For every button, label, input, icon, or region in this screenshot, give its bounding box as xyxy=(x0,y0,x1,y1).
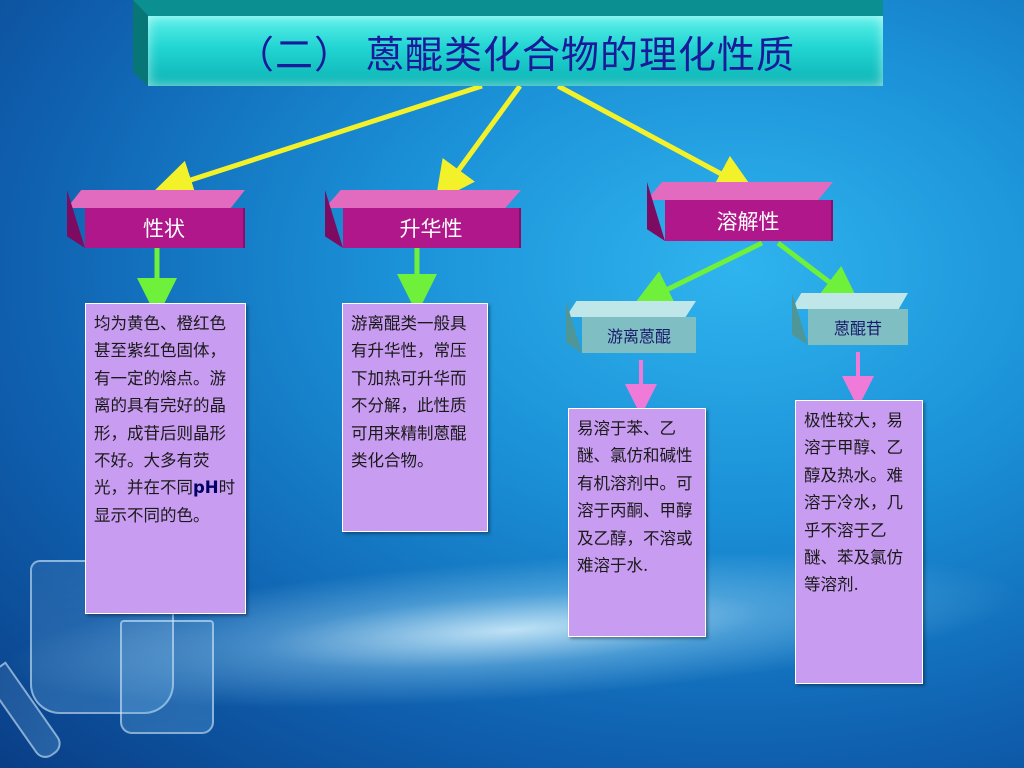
node-appearance: 性状 xyxy=(67,190,245,248)
beaker-decoration xyxy=(120,620,214,734)
appearance-text-ph: pH xyxy=(193,478,219,498)
node-sublimation-label: 升华性 xyxy=(343,208,521,248)
title-banner-top xyxy=(133,0,883,16)
appearance-text-a: 均为黄色、橙红色甚至紫红色固体，有一定的熔点。游离的具有完好的晶形，成苷后则晶形… xyxy=(94,314,226,498)
node-free-label: 游离蒽醌 xyxy=(582,317,696,353)
node-sublimation: 升华性 xyxy=(325,190,521,248)
title-banner-side xyxy=(133,0,148,86)
node-top-face xyxy=(566,301,696,317)
panel-appearance: 均为黄色、橙红色甚至紫红色固体，有一定的熔点。游离的具有完好的晶形，成苷后则晶形… xyxy=(85,303,246,614)
node-solubility-label: 溶解性 xyxy=(665,200,833,241)
appearance-text-b: 时显示不同的色。 xyxy=(94,478,236,525)
arrow-solubility-to-free xyxy=(632,240,764,308)
node-glycoside-label: 蒽醌苷 xyxy=(808,309,908,345)
sublimation-text: 游离醌类一般具有升华性，常压下加热可升华而不分解，此性质可用来精制蒽醌类化合物。 xyxy=(351,314,467,471)
node-top-face xyxy=(792,293,908,309)
page-title: （二） 蒽醌类化合物的理化性质 xyxy=(235,32,796,77)
arrow-solubility-to-glycoside xyxy=(776,241,861,307)
node-solubility: 溶解性 xyxy=(647,182,833,241)
panel-anthraquinone-glycoside: 极性较大，易溶于甲醇、乙醇及热水。难溶于冷水，几乎不溶于乙醚、苯及氯仿等溶剂. xyxy=(795,400,923,684)
free-anthraquinone-text: 易溶于苯、乙醚、氯仿和碱性有机溶剂中。可溶于丙酮、甲醇及乙醇，不溶或难溶于水. xyxy=(577,419,693,576)
node-appearance-label: 性状 xyxy=(85,208,245,248)
node-top-face xyxy=(67,190,245,208)
glycoside-text: 极性较大，易溶于甲醇、乙醇及热水。难溶于冷水，几乎不溶于乙醚、苯及氯仿等溶剂. xyxy=(804,411,903,595)
node-free-anthraquinone: 游离蒽醌 xyxy=(566,301,696,353)
node-top-face xyxy=(325,190,521,208)
panel-free-anthraquinone: 易溶于苯、乙醚、氯仿和碱性有机溶剂中。可溶于丙酮、甲醇及乙醇，不溶或难溶于水. xyxy=(568,408,706,637)
node-top-face xyxy=(647,182,833,200)
arrow-title-to-sublimation xyxy=(435,84,523,203)
title-banner xyxy=(148,16,883,86)
panel-sublimation: 游离醌类一般具有升华性，常压下加热可升华而不分解，此性质可用来精制蒽醌类化合物。 xyxy=(342,303,488,532)
arrow-title-to-solubility xyxy=(556,83,756,193)
arrow-title-to-appearance xyxy=(152,83,483,199)
node-anthraquinone-glycoside: 蒽醌苷 xyxy=(792,293,908,345)
